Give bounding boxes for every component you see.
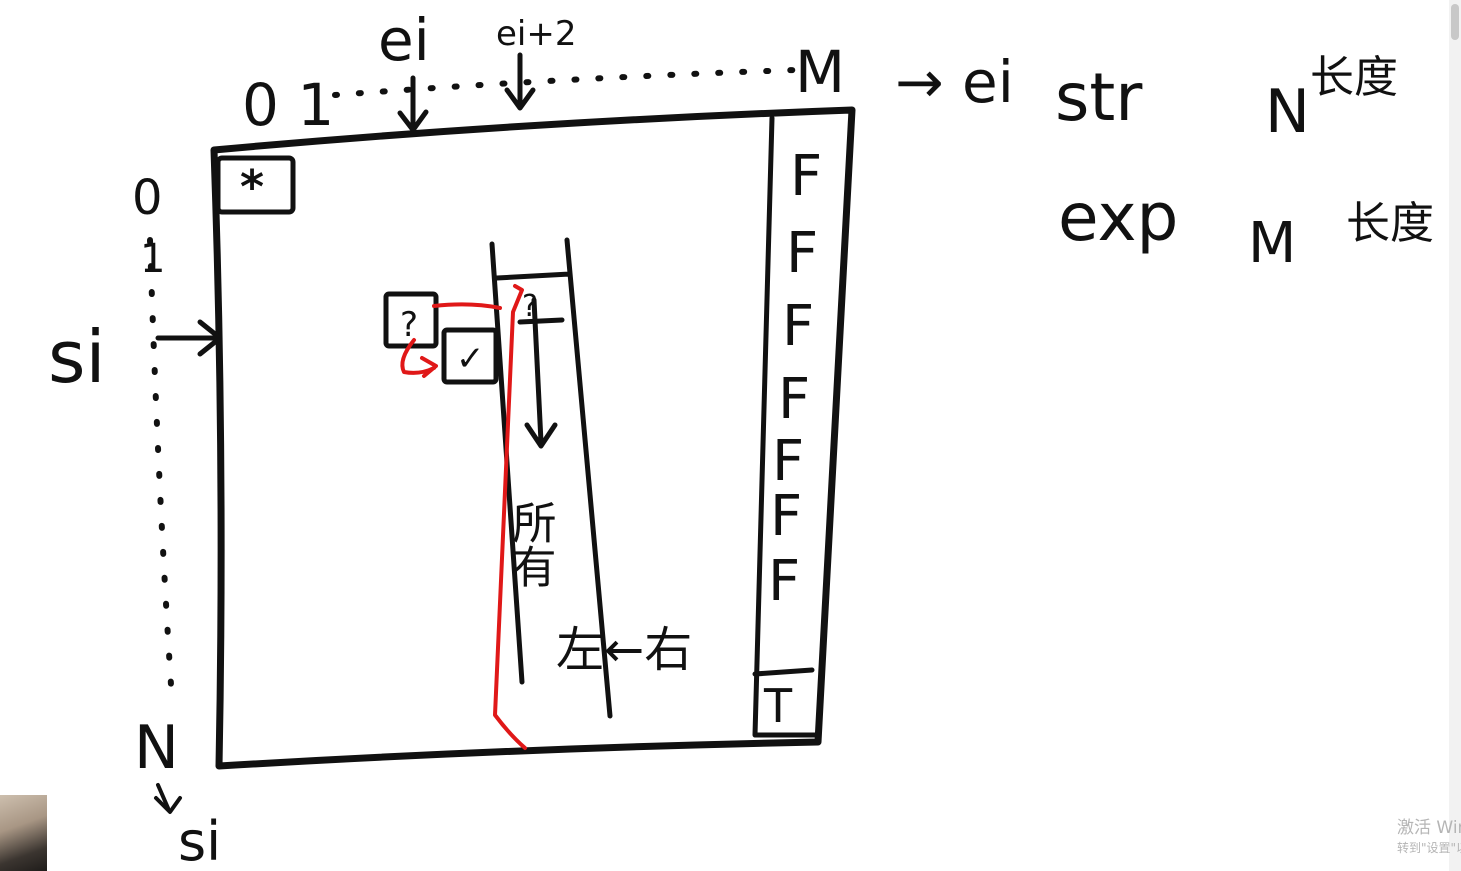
inner-column-arrow [524,297,558,449]
note-str: str [1055,59,1143,136]
row-axis [147,237,175,703]
note-N: N [1265,77,1310,147]
label-si-bottom: si [178,810,221,871]
note-length-2: 长度 [1346,198,1434,249]
watermark-line-2: 转到"设置"以激活 Windows。 [1397,841,1461,855]
label-M: M [795,38,845,106]
scrollbar[interactable] [1449,0,1461,871]
last-column-value: F [772,429,804,494]
ei-plus-2-arrow [504,52,536,111]
red-bracket-path [432,284,527,750]
scrollbar-thumb[interactable] [1451,4,1459,40]
probe-cell-mark: ? [400,305,418,345]
label-si: si [48,315,106,399]
note-exp: exp [1058,179,1178,256]
label-origin-columns: 0 1 [242,71,334,139]
label-ei: ei [378,6,430,74]
last-column-value: F [768,549,800,614]
label-row-1: 1 [140,236,165,282]
red-diagonal-arrow [400,338,438,378]
ei-arrow [397,75,429,133]
webcam-overlay [0,795,47,871]
top-left-cell [215,155,296,215]
last-column-value: F [786,221,818,286]
last-column-value: F [790,144,822,209]
last-column-value: F [782,294,814,359]
si-arrow [155,319,223,357]
note-direction: 左←右 [556,622,692,678]
N-arrow [154,783,182,814]
top-left-cell-mark: * [240,160,264,214]
label-N: N [134,713,179,783]
watermark-line-1: 激活 Windows [1397,818,1461,838]
label-row-0: 0 [132,170,163,226]
note-length-1: 长度 [1310,52,1398,103]
last-column-value: F [778,367,810,432]
windows-activation-watermark: 激活 Windows 转到"设置"以激活 Windows。 [1397,817,1461,857]
matrix-outline [210,106,856,770]
note-ei-expr: → ei [895,48,1014,116]
check-cell-mark: ✓ [456,339,485,379]
last-column-value: F [770,484,802,549]
last-column [752,115,821,738]
check-cell [441,327,499,385]
last-column-value: T [763,679,793,733]
note-all: 所有 [505,500,556,588]
note-M: M [1248,211,1296,276]
label-ei-plus-2: ei+2 [496,14,576,54]
